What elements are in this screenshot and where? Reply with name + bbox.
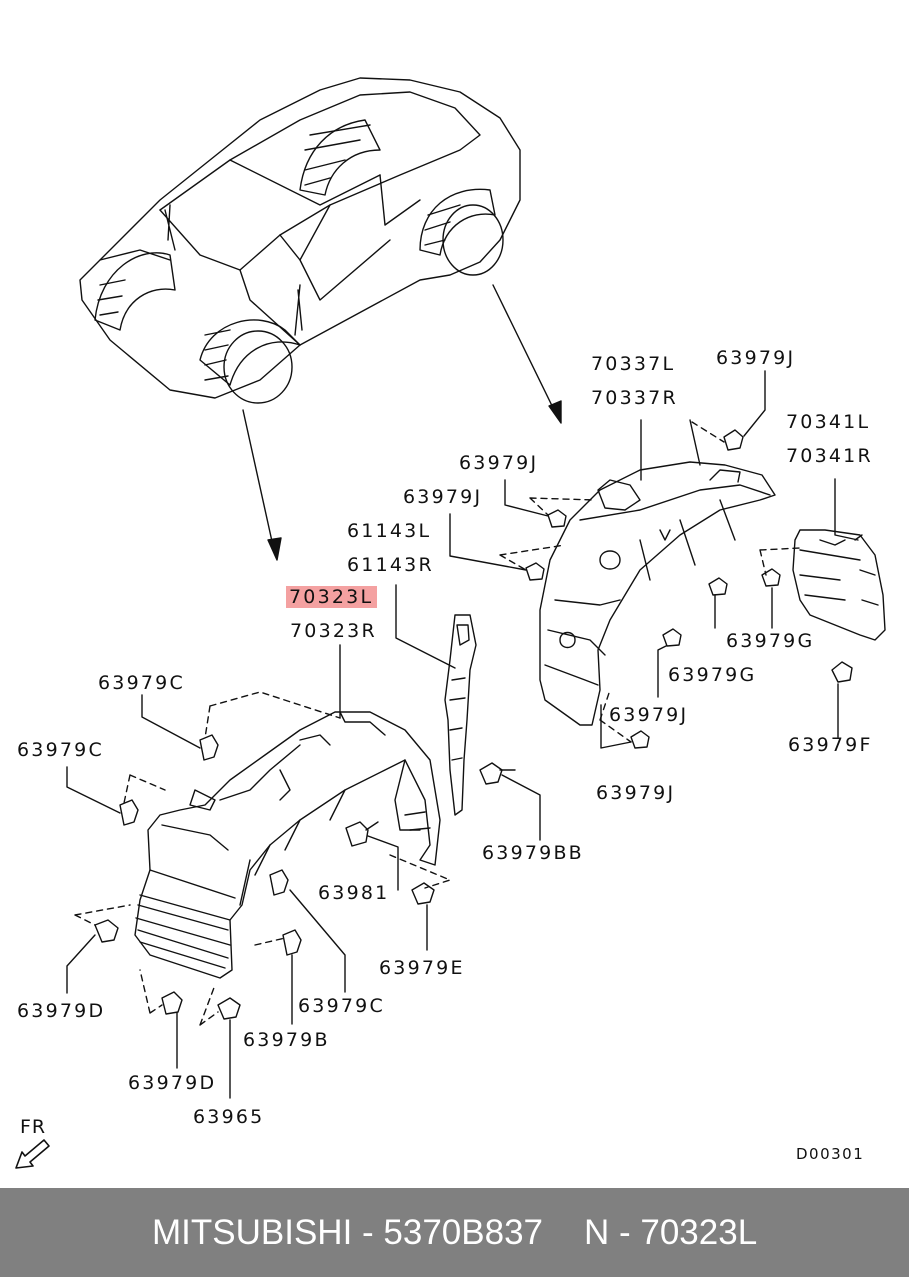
pointer-arrows <box>242 284 562 561</box>
part-label-70341L[interactable]: 70341L <box>786 411 871 433</box>
part-label-70341R[interactable]: 70341R <box>786 445 873 467</box>
part-label-63979J[interactable]: 63979J <box>609 704 689 726</box>
part-label-61143L[interactable]: 61143L <box>347 520 432 542</box>
part-label-63979J[interactable]: 63979J <box>716 347 796 369</box>
part-label-63979E[interactable]: 63979E <box>379 957 465 979</box>
front-fender-liner <box>134 711 441 979</box>
part-label-63979F[interactable]: 63979F <box>788 734 873 756</box>
part-label-63979G[interactable]: 63979G <box>668 664 757 686</box>
part-label-63979BB[interactable]: 63979BB <box>482 842 584 864</box>
part-label-63979D[interactable]: 63979D <box>128 1072 217 1094</box>
part-label-63979J[interactable]: 63979J <box>596 782 676 804</box>
fasteners <box>94 429 853 1020</box>
part-label-70323R[interactable]: 70323R <box>290 620 377 642</box>
part-label-63965[interactable]: 63965 <box>193 1106 265 1128</box>
part-label-70337R[interactable]: 70337R <box>591 387 678 409</box>
part-label-63979C[interactable]: 63979C <box>298 995 385 1017</box>
part-label-63979J[interactable]: 63979J <box>403 486 483 508</box>
rear-liner-70341 <box>792 529 886 641</box>
part-label-70323L[interactable]: 70323L <box>286 586 378 608</box>
dashed-guides <box>74 421 801 1026</box>
part-label-63979G[interactable]: 63979G <box>726 630 815 652</box>
part-label-63979C[interactable]: 63979C <box>98 672 185 694</box>
diagram-reference: D00301 <box>796 1145 865 1163</box>
bracket-61143 <box>444 614 477 816</box>
part-label-63981[interactable]: 63981 <box>318 882 390 904</box>
footer-part-number: N - 70323L <box>584 1213 758 1252</box>
car-illustration <box>79 77 521 404</box>
part-label-63979D[interactable]: 63979D <box>17 1000 106 1022</box>
part-label-63979B[interactable]: 63979B <box>243 1029 330 1051</box>
footer-brand: MITSUBISHI - 5370B837 <box>152 1213 543 1252</box>
part-label-70337L[interactable]: 70337L <box>591 353 676 375</box>
footer-bar: MITSUBISHI - 5370B837 N - 70323L <box>0 1188 909 1277</box>
rear-liner-70337 <box>539 461 776 726</box>
part-label-63979J[interactable]: 63979J <box>459 452 539 474</box>
highlighted-part: 70323L <box>286 586 378 608</box>
part-label-63979C[interactable]: 63979C <box>17 739 104 761</box>
parts-diagram <box>66 77 886 1099</box>
leader-lines <box>66 370 859 1099</box>
front-arrow-icon <box>15 1139 50 1169</box>
front-direction-label: FR <box>20 1116 47 1138</box>
part-label-61143R[interactable]: 61143R <box>347 554 434 576</box>
